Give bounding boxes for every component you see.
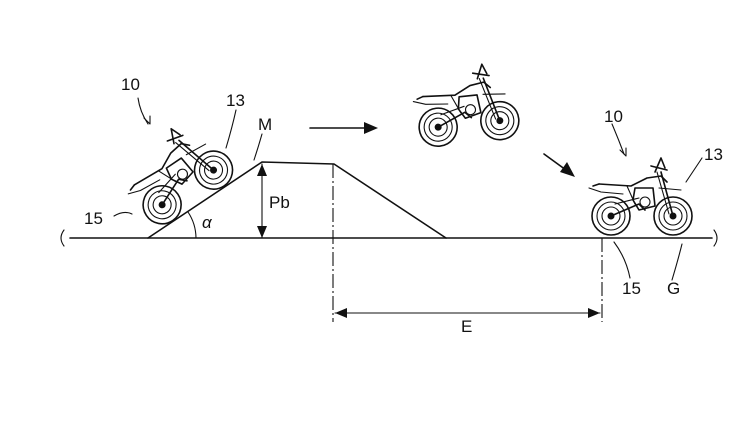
bike-ref-label: 10 [121,75,140,94]
arrow-down-right-icon [543,153,575,177]
arrow-right-icon [309,122,378,134]
ramp-angle-label: α [202,213,213,232]
rear-wheel-label-landing: 15 [622,279,641,298]
height-dimension [257,163,267,239]
ramp [147,161,447,239]
ramp-height-label: Pb [269,193,290,212]
leader-lines [113,97,703,281]
bike-ref-label-landing: 10 [604,107,623,126]
motorcycle-icon [110,110,241,234]
rear-wheel-label: 15 [84,209,103,228]
distance-dimension [334,308,601,318]
ramp-label: M [258,115,272,134]
front-wheel-label-landing: 13 [704,145,723,164]
ground-label: G [667,279,680,298]
angle-arc [187,211,197,239]
ground-line [60,229,718,247]
motorcycle-icon [409,60,522,150]
front-wheel-label: 13 [226,91,245,110]
distance-label: E [461,317,472,336]
motorcycle-icon [588,157,693,236]
